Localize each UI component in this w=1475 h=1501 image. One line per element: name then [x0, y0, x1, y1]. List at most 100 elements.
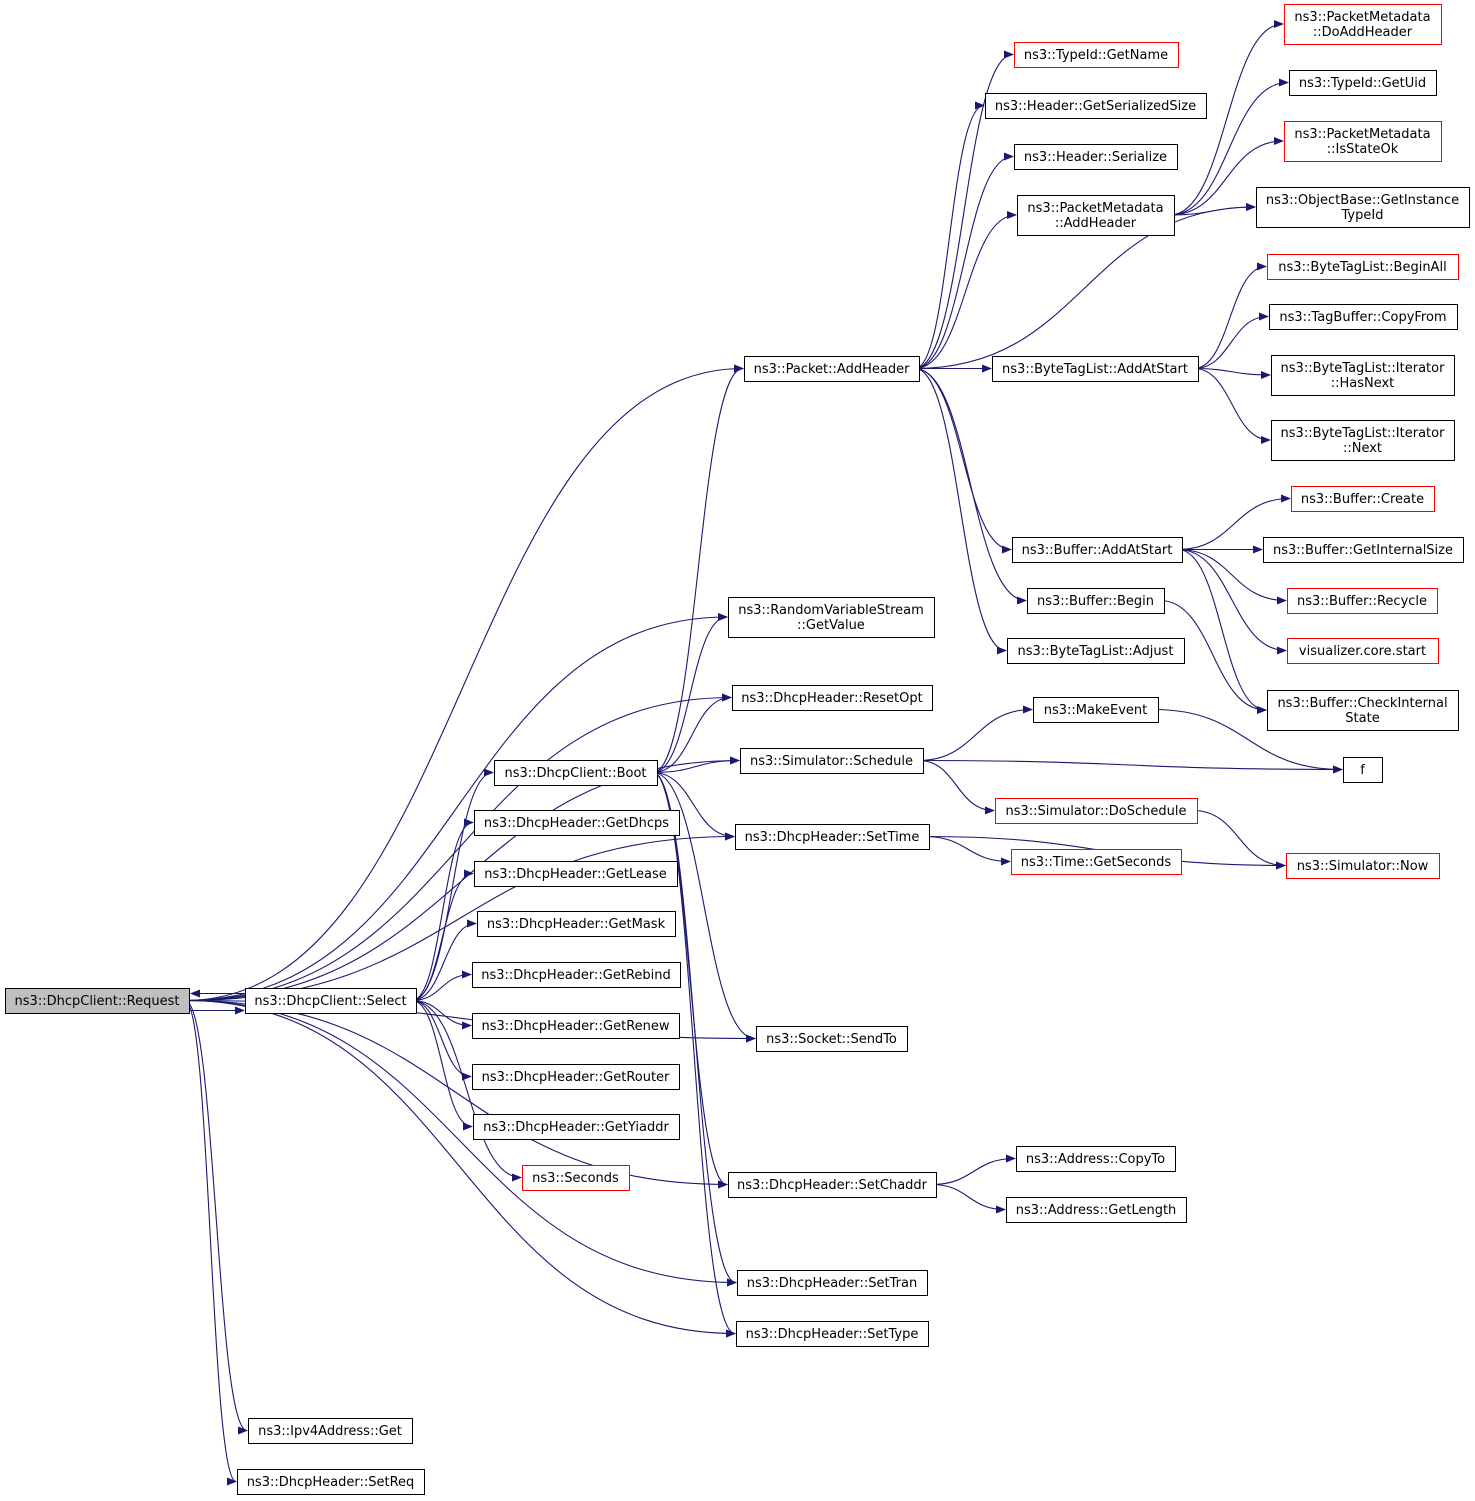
node-box-getserializedsize[interactable] [985, 93, 1207, 119]
node-box-pmdoaddheader[interactable] [1284, 4, 1442, 45]
node-getrenew[interactable]: ns3::DhcpHeader::GetRenew [472, 1013, 680, 1039]
node-box-btladjust[interactable] [1007, 638, 1185, 664]
node-getvalue[interactable]: ns3::RandomVariableStream::GetValue [728, 597, 935, 638]
node-box-getdhcps[interactable] [474, 810, 680, 836]
node-bufrecycle[interactable]: ns3::Buffer::Recycle [1287, 588, 1438, 614]
node-getlease[interactable]: ns3::DhcpHeader::GetLease [474, 861, 678, 887]
node-box-vizstart[interactable] [1287, 638, 1439, 664]
node-addrcopyto[interactable]: ns3::Address::CopyTo [1016, 1146, 1176, 1172]
node-schedule[interactable]: ns3::Simulator::Schedule [740, 748, 924, 774]
node-box-getyiaddr[interactable] [473, 1114, 680, 1140]
node-box-makeevent[interactable] [1033, 697, 1159, 723]
node-pmdoaddheader[interactable]: ns3::PacketMetadata::DoAddHeader [1284, 4, 1442, 45]
node-seconds[interactable]: ns3::Seconds [522, 1165, 630, 1191]
node-box-settype[interactable] [736, 1321, 929, 1347]
node-pmaddheader[interactable]: ns3::PacketMetadata::AddHeader [1017, 195, 1175, 236]
node-sendto[interactable]: ns3::Socket::SendTo [756, 1026, 908, 1052]
node-box-bufbegin[interactable] [1027, 588, 1165, 614]
node-typeidgetname[interactable]: ns3::TypeId::GetName [1014, 42, 1179, 68]
node-box-settran[interactable] [737, 1270, 928, 1296]
node-resetopt[interactable]: ns3::DhcpHeader::ResetOpt [732, 685, 933, 711]
node-box-btlnext[interactable] [1271, 420, 1455, 461]
node-box-getrenew[interactable] [472, 1013, 680, 1039]
node-box-setchaddr[interactable] [728, 1172, 937, 1198]
node-box-select[interactable] [245, 988, 417, 1014]
node-btladjust[interactable]: ns3::ByteTagList::Adjust [1007, 638, 1185, 664]
node-settype[interactable]: ns3::DhcpHeader::SetType [736, 1321, 929, 1347]
node-pmisstateok[interactable]: ns3::PacketMetadata::IsStateOk [1284, 121, 1442, 162]
node-typeidgetuid[interactable]: ns3::TypeId::GetUid [1289, 70, 1437, 96]
node-box-bufaddatstart[interactable] [1012, 537, 1183, 563]
node-setreq[interactable]: ns3::DhcpHeader::SetReq [237, 1469, 425, 1495]
node-box-timegetseconds[interactable] [1011, 849, 1182, 875]
node-box-typeidgetname[interactable] [1014, 42, 1179, 68]
node-box-addrcopyto[interactable] [1016, 1146, 1176, 1172]
node-box-bufrecycle[interactable] [1287, 588, 1438, 614]
node-bufgetinternalsize[interactable]: ns3::Buffer::GetInternalSize [1263, 537, 1464, 563]
node-addheader[interactable]: ns3::Packet::AddHeader [744, 356, 920, 382]
node-box-bufcreate[interactable] [1291, 486, 1435, 512]
node-btlbeginall[interactable]: ns3::ByteTagList::BeginAll [1267, 254, 1459, 280]
node-box-addheader[interactable] [744, 356, 920, 382]
node-makeevent[interactable]: ns3::MakeEvent [1033, 697, 1159, 723]
node-getrouter[interactable]: ns3::DhcpHeader::GetRouter [472, 1064, 680, 1090]
node-box-resetopt[interactable] [732, 685, 933, 711]
node-box-btlhasnext[interactable] [1271, 355, 1455, 396]
node-box-sendto[interactable] [756, 1026, 908, 1052]
node-box-seconds[interactable] [522, 1165, 630, 1191]
node-box-bufgetinternalsize[interactable] [1263, 537, 1464, 563]
node-getserializedsize[interactable]: ns3::Header::GetSerializedSize [985, 93, 1207, 119]
node-tagbuffercopyfrom[interactable]: ns3::TagBuffer::CopyFrom [1269, 304, 1458, 330]
node-box-getrouter[interactable] [472, 1064, 680, 1090]
node-box-pmisstateok[interactable] [1284, 121, 1442, 162]
node-box-tagbuffercopyfrom[interactable] [1269, 304, 1458, 330]
node-bufaddatstart[interactable]: ns3::Buffer::AddAtStart [1012, 537, 1183, 563]
node-box-pmaddheader[interactable] [1017, 195, 1175, 236]
node-doschedule[interactable]: ns3::Simulator::DoSchedule [995, 798, 1198, 824]
node-box-btladdatstart[interactable] [992, 356, 1199, 382]
node-box-schedule[interactable] [740, 748, 924, 774]
node-box-typeidgetuid[interactable] [1289, 70, 1437, 96]
node-box-getmask[interactable] [477, 911, 676, 937]
node-bufbegin[interactable]: ns3::Buffer::Begin [1027, 588, 1165, 614]
node-btlhasnext[interactable]: ns3::ByteTagList::Iterator::HasNext [1271, 355, 1455, 396]
node-getyiaddr[interactable]: ns3::DhcpHeader::GetYiaddr [473, 1114, 680, 1140]
node-settime[interactable]: ns3::DhcpHeader::SetTime [735, 824, 930, 850]
node-box-bufcheckinternal[interactable] [1267, 690, 1459, 731]
node-f[interactable]: f [1343, 757, 1383, 783]
node-box-settime[interactable] [735, 824, 930, 850]
node-setchaddr[interactable]: ns3::DhcpHeader::SetChaddr [728, 1172, 937, 1198]
node-boot[interactable]: ns3::DhcpClient::Boot [494, 760, 658, 786]
node-getrebind[interactable]: ns3::DhcpHeader::GetRebind [472, 962, 681, 988]
node-simnow[interactable]: ns3::Simulator::Now [1286, 853, 1440, 879]
node-box-f[interactable] [1343, 757, 1383, 783]
node-box-setreq[interactable] [237, 1469, 425, 1495]
node-box-getrebind[interactable] [472, 962, 681, 988]
node-btlnext[interactable]: ns3::ByteTagList::Iterator::Next [1271, 420, 1455, 461]
node-box-boot[interactable] [494, 760, 658, 786]
node-box-doschedule[interactable] [995, 798, 1198, 824]
node-box-getinstancetypeid[interactable] [1256, 187, 1470, 228]
node-ipv4get[interactable]: ns3::Ipv4Address::Get [248, 1418, 413, 1444]
node-box-ipv4get[interactable] [248, 1418, 413, 1444]
node-box-getvalue[interactable] [728, 597, 935, 638]
node-box-headerserialize[interactable] [1014, 144, 1178, 170]
node-timegetseconds[interactable]: ns3::Time::GetSeconds [1011, 849, 1182, 875]
node-getdhcps[interactable]: ns3::DhcpHeader::GetDhcps [474, 810, 680, 836]
node-btladdatstart[interactable]: ns3::ByteTagList::AddAtStart [992, 356, 1199, 382]
node-box-simnow[interactable] [1286, 853, 1440, 879]
node-box-btlbeginall[interactable] [1267, 254, 1459, 280]
node-box-addrgetlength[interactable] [1006, 1197, 1187, 1223]
node-box-request[interactable] [5, 988, 190, 1014]
node-bufcreate[interactable]: ns3::Buffer::Create [1291, 486, 1435, 512]
node-select[interactable]: ns3::DhcpClient::Select [245, 988, 417, 1014]
node-headerserialize[interactable]: ns3::Header::Serialize [1014, 144, 1178, 170]
node-vizstart[interactable]: visualizer.core.start [1287, 638, 1439, 664]
node-settran[interactable]: ns3::DhcpHeader::SetTran [737, 1270, 928, 1296]
node-addrgetlength[interactable]: ns3::Address::GetLength [1006, 1197, 1187, 1223]
node-getmask[interactable]: ns3::DhcpHeader::GetMask [477, 911, 676, 937]
node-request[interactable]: ns3::DhcpClient::Request [5, 988, 190, 1014]
node-box-getlease[interactable] [474, 861, 678, 887]
